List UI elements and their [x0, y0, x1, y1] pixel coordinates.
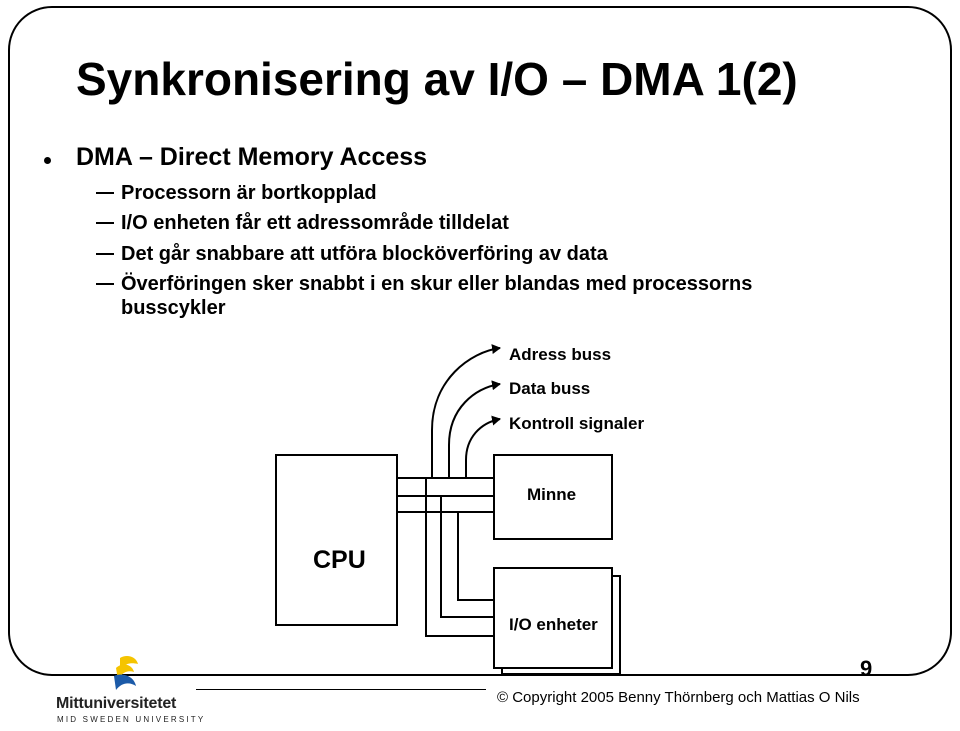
- control-signals-label: Kontroll signaler: [509, 414, 645, 433]
- sub-bullet-text: Processorn är bortkopplad: [121, 182, 377, 204]
- copyright-text: © Copyright 2005 Benny Thörnberg och Mat…: [497, 689, 860, 706]
- logo-tagline: MID SWEDEN UNIVERSITY: [57, 715, 206, 724]
- cpu-label: CPU: [313, 546, 366, 574]
- bullet-dot-icon: [44, 157, 51, 164]
- dash-icon: [96, 192, 114, 194]
- sub-bullet-text: Det går snabbare att utföra blocköverför…: [121, 243, 608, 265]
- cpu-box: CPU: [275, 454, 398, 626]
- slide-frame: [8, 6, 952, 676]
- io-label: I/O enheter: [509, 615, 598, 634]
- io-box: I/O enheter: [493, 567, 613, 669]
- memory-label: Minne: [527, 485, 577, 504]
- dash-icon: [96, 222, 114, 224]
- footer-rule: [196, 689, 486, 690]
- page-number: 9: [860, 656, 873, 681]
- dash-icon: [96, 283, 114, 285]
- address-bus-label: Adress buss: [509, 345, 612, 364]
- main-bullet-text: DMA – Direct Memory Access: [76, 143, 428, 171]
- memory-box: Minne: [493, 454, 613, 540]
- university-logo: Mittuniversitetet MID SWEDEN UNIVERSITY: [56, 654, 203, 728]
- university-logo-icon: [114, 656, 138, 690]
- dash-icon: [96, 253, 114, 255]
- logo-name: Mittuniversitetet: [56, 695, 177, 712]
- data-bus-label: Data buss: [509, 379, 591, 398]
- sub-bullet-text: busscykler: [121, 297, 226, 319]
- slide-title: Synkronisering av I/O – DMA 1(2): [76, 53, 798, 105]
- sub-bullet-text: Överföringen sker snabbt i en skur eller…: [121, 273, 753, 295]
- sub-bullet-text: I/O enheten får ett adressområde tilldel…: [121, 212, 509, 234]
